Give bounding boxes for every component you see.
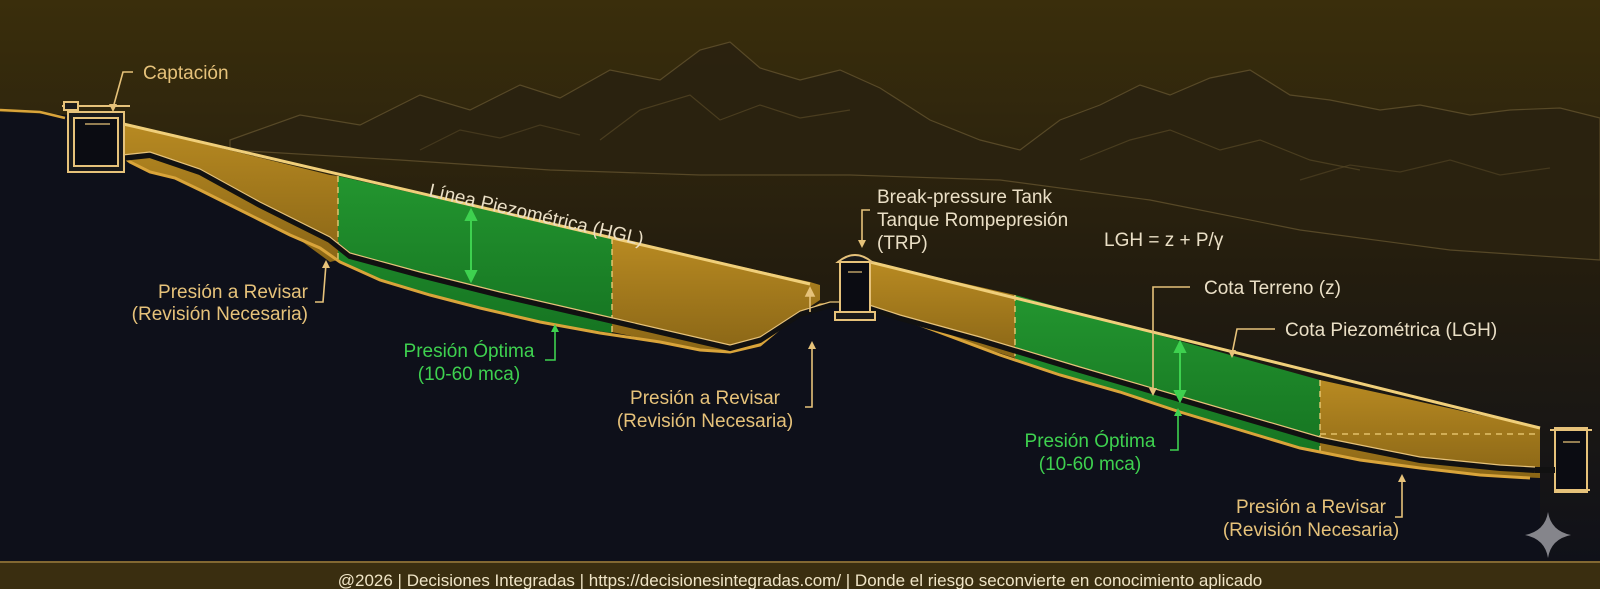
watermark-star-icon [1525, 512, 1571, 558]
review-label-3-line1: Presión a Revisar [1236, 497, 1387, 518]
pressure-zone-optimal-1 [338, 176, 612, 333]
intake-tank [62, 101, 130, 173]
hgl-line-2 [869, 260, 1541, 430]
pressure-zone-review-2b [860, 262, 1015, 358]
terrain-elevation-label: Cota Terreno (z) [1204, 278, 1341, 299]
trp-label-line2: Tanque Rompepresión [877, 210, 1068, 231]
optimal-label-2-line2: (10-60 mca) [1039, 454, 1141, 475]
review-label-2-line1: Presión a Revisar [630, 388, 781, 409]
outlet-tank [1550, 427, 1592, 493]
intake-slope [0, 108, 66, 120]
break-pressure-tank [834, 254, 876, 321]
footer-text: @2026 | Decisiones Integradas | https://… [338, 571, 1262, 589]
review-label-1-line2: (Revisión Necesaria) [132, 304, 308, 325]
trp-label-line3: (TRP) [877, 233, 928, 254]
callout-arrowheads [109, 104, 1406, 482]
formula-label: LGH = z + P/γ [1104, 230, 1224, 251]
pressure-head-arrow-2 [1173, 339, 1187, 404]
hgl-line-1 [114, 120, 811, 286]
optimal-leaders [545, 328, 1179, 451]
callout-leaders [112, 71, 1403, 518]
pressure-zone-optimal-2 [1015, 295, 1320, 452]
optimal-label-1-line2: (10-60 mca) [418, 364, 520, 385]
mountain-range [229, 41, 1600, 261]
review-label-1-line1: Presión a Revisar [158, 282, 309, 303]
pressure-zone-review-1 [115, 122, 338, 262]
optimal-label-2-line1: Presión Óptima [1025, 430, 1156, 452]
optimal-label-1-line1: Presión Óptima [404, 340, 535, 362]
pipeline [121, 151, 1536, 473]
footer-band [0, 563, 1600, 589]
review-label-2-line2: (Revisión Necesaria) [617, 411, 793, 432]
optimal-arrowheads [551, 324, 1182, 416]
pressure-head-arrow-1 [464, 207, 478, 284]
review-label-3-line2: (Revisión Necesaria) [1223, 520, 1399, 541]
terrain-line [114, 148, 1531, 480]
pressure-zone-review-2 [612, 238, 820, 352]
pipeline-highlight [121, 151, 1536, 468]
trp-label-line1: Break-pressure Tank [877, 187, 1052, 208]
ground-mass [0, 112, 1540, 589]
piezometric-elevation-label: Cota Piezométrica (LGH) [1285, 320, 1497, 341]
trp-gap-arrow [804, 286, 816, 312]
intake-label: Captación [143, 63, 229, 84]
